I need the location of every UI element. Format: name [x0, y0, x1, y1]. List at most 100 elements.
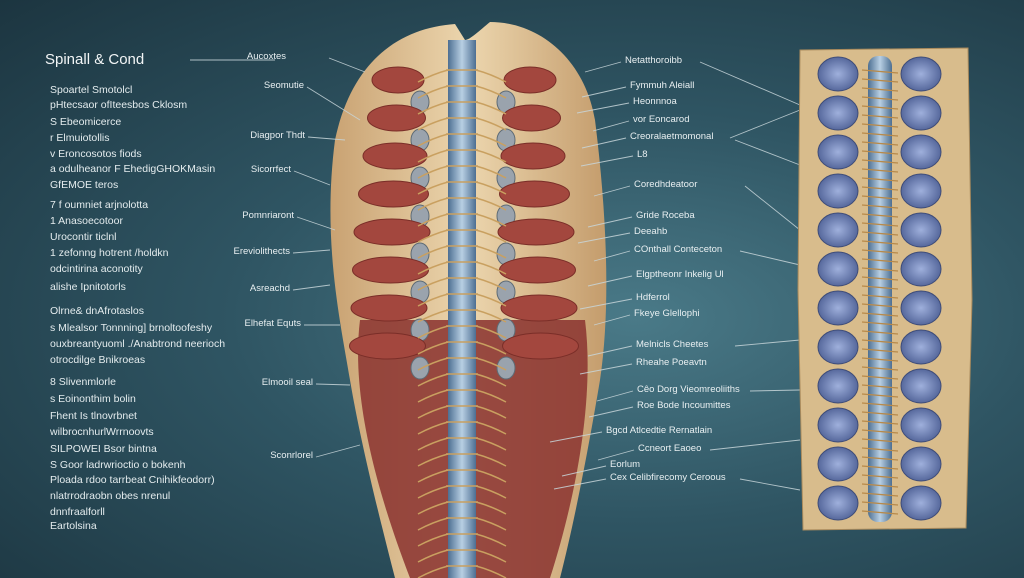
anatomy-label: Elmooil seal: [261, 377, 313, 388]
nerve: [475, 453, 507, 467]
vertebra-left: [410, 356, 430, 380]
anatomy-label: Hdferrol: [636, 292, 670, 303]
nerve: [475, 357, 507, 371]
disc-left: [817, 56, 859, 92]
nerve: [417, 421, 449, 435]
disc-right: [900, 368, 942, 404]
description-line: otrocdilge Bnikroeas: [50, 354, 146, 366]
nerve: [475, 277, 507, 291]
leader-line: [729, 109, 801, 139]
description-line: 1 zefonng hotrent /holdkn: [50, 247, 169, 259]
description-line: Spoartel Smotolcl: [50, 84, 133, 96]
nerve-wrap: [861, 141, 899, 146]
nerve-wrap: [861, 429, 899, 434]
nerve: [417, 469, 449, 483]
description-line: pHtecsaor ofIteesbos Cklosm: [50, 99, 188, 111]
nerve-wrap: [861, 348, 899, 353]
rib-muscle-right: [499, 256, 576, 284]
disc-left: [817, 173, 859, 209]
nerve: [417, 213, 449, 227]
anatomy-label: Deeahb: [634, 226, 668, 237]
nerve: [417, 565, 449, 578]
nerve-wrap: [861, 159, 899, 164]
nerve: [417, 389, 449, 403]
nerve-wrap: [861, 267, 899, 272]
disc-right: [900, 212, 942, 248]
nerve-wrap: [861, 96, 899, 101]
nerve: [417, 245, 449, 259]
nerve: [417, 85, 449, 99]
description-line: Ploada rdoo tarrbeat Cnihikfeodorr): [50, 474, 215, 486]
anatomy-label: Bgcd Atlcedtie Rernatlain: [606, 425, 713, 436]
disc-left: [817, 134, 859, 170]
nerve: [417, 533, 449, 547]
nerve: [417, 261, 449, 275]
nerve: [475, 133, 507, 147]
description-line: S Goor ladrwrioctio o bokenh: [50, 459, 186, 471]
nerve-wrap: [861, 447, 899, 452]
leader-line: [709, 439, 801, 451]
description-line: a odulheanor F EhedigGHOKMasin: [50, 163, 216, 175]
nerve: [417, 549, 449, 563]
leader-line: [734, 139, 801, 166]
anatomy-label: Asreachd: [249, 283, 290, 294]
description-line: r Elmuiotollis: [50, 132, 110, 144]
nerve-wrap: [861, 204, 899, 209]
disc-right: [900, 407, 942, 443]
nerve-wrap: [861, 123, 899, 128]
disc-left: [817, 329, 859, 365]
disc-right: [900, 56, 942, 92]
anatomy-label: Roe Bode Incoumittes: [637, 400, 731, 411]
leader-line: [744, 185, 801, 231]
leader-line: [587, 216, 633, 228]
anatomy-label: L8: [637, 149, 648, 160]
nerve: [475, 85, 507, 99]
vertebra-right: [496, 356, 516, 380]
anatomy-label: Coredhdeatoor: [634, 179, 698, 190]
nerve-wrap: [861, 87, 899, 92]
nerve: [475, 341, 507, 355]
leader-line: [553, 478, 607, 490]
nerve: [475, 325, 507, 339]
leader-line: [588, 406, 634, 418]
description-line: Eartolsina: [50, 520, 97, 532]
leader-line: [596, 390, 634, 402]
nerve: [475, 373, 507, 387]
nerve-wrap: [861, 501, 899, 506]
nerve-wrap: [861, 456, 899, 461]
nerve: [417, 165, 449, 179]
leader-line: [561, 465, 607, 477]
nerve-wrap: [861, 384, 899, 389]
leader-line: [315, 383, 351, 386]
leader-line: [584, 61, 622, 73]
nerve: [417, 485, 449, 499]
disc-right: [900, 251, 942, 287]
nerve: [417, 229, 449, 243]
nerve-wrap: [861, 168, 899, 173]
nerve-wrap: [861, 438, 899, 443]
leader-line: [587, 345, 633, 357]
anatomy-label: Fymmuh Aleiall: [630, 80, 695, 91]
description-line: alishe Ipnitotorls: [50, 281, 126, 293]
disc-right: [900, 173, 942, 209]
rib-muscle-right: [500, 142, 566, 170]
nerve-wrap: [861, 483, 899, 488]
spinal-cord: [448, 40, 476, 578]
anatomy-label: Rheahe Poeavtn: [636, 357, 707, 368]
nerve-wrap: [861, 312, 899, 317]
anatomy-label: Melnicls Cheetes: [636, 339, 709, 350]
description-line: GfEMOE teros: [50, 179, 119, 191]
nerve-wrap: [861, 330, 899, 335]
description-line: ouxbreantyuoml ./Anabtrond neerioch: [50, 338, 226, 350]
leader-line: [292, 249, 331, 254]
nerve: [417, 277, 449, 291]
anatomy-label: Sicorrfect: [250, 164, 291, 175]
anatomy-label: Seomutie: [263, 80, 304, 91]
page-title: Spinall & Cond: [45, 51, 145, 68]
description-line: s Eoinonthim bolin: [50, 393, 136, 405]
nerve-wrap: [861, 231, 899, 236]
nerve: [475, 309, 507, 323]
anatomy-label: Aucoxtes: [246, 51, 286, 62]
nerve-wrap: [861, 393, 899, 398]
